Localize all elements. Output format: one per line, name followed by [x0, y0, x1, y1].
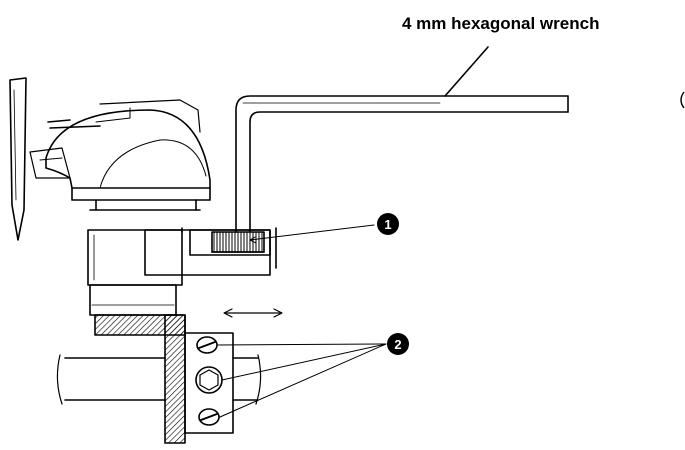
callout-1-marker: 1 — [377, 213, 399, 235]
rotary-hook — [29, 99, 211, 211]
hexagonal-wrench — [235, 95, 569, 233]
setscrew-1 — [211, 231, 265, 253]
hook-bracket — [94, 314, 186, 444]
callout-2-marker: 2 — [387, 333, 409, 355]
horizontal-shaft — [56, 354, 262, 405]
wrench-leader-line — [444, 46, 489, 97]
setscrew-2-bottom — [198, 408, 220, 426]
setscrew-2-top — [196, 336, 218, 354]
adjustment-direction-arrow — [223, 308, 283, 318]
hook-shaft-column — [89, 284, 177, 316]
mounting-plate — [184, 332, 234, 434]
edge-mark — [680, 91, 685, 109]
callout-2-leaders — [217, 343, 387, 418]
needle — [9, 77, 27, 241]
callout-1-number: 1 — [384, 217, 391, 232]
hook-saddle — [87, 227, 277, 286]
wrench-label: 4 mm hexagonal wrench — [402, 14, 600, 33]
callout-2-number: 2 — [394, 337, 401, 352]
setscrew-2-middle — [195, 366, 223, 394]
callout-1-leader — [249, 224, 375, 241]
